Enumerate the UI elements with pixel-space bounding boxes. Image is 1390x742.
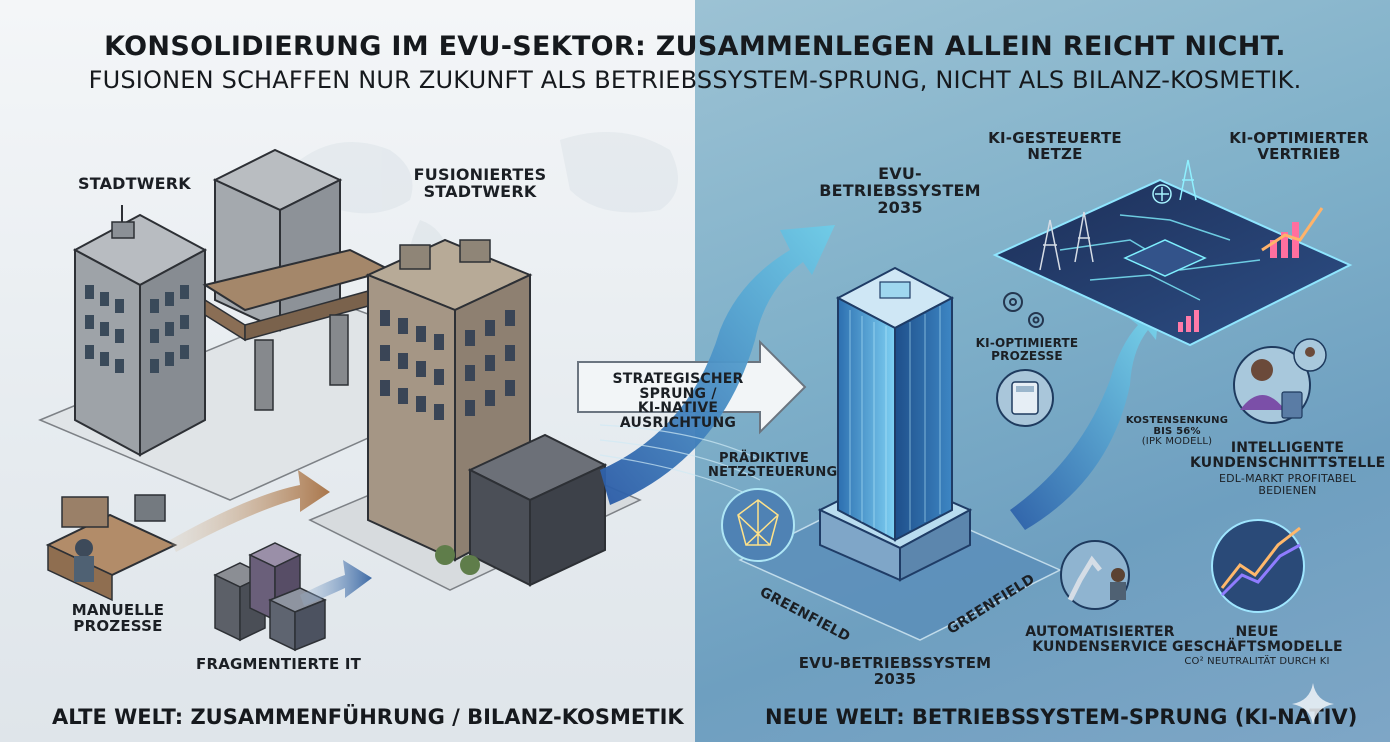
label-manuelle-line1: MANUELLE [71, 601, 165, 619]
label-modelle-line1: NEUE [1235, 624, 1279, 640]
label-evu-line3: 2035 [877, 197, 923, 217]
label-intelligente-kundenschnittstelle: INTELLIGENTE KUNDENSCHNITTSTELLE EDL-MAR… [1190, 441, 1385, 496]
label-sprung-line2: KI-NATIVE AUSRICHTUNG [619, 400, 737, 432]
label-modelle-line3: CO² NEUTRALITÄT DURCH KI [1184, 656, 1330, 668]
evu-betriebssystem-tower [817, 266, 973, 582]
label-fusioniertes-line1: FUSIONIERTES [413, 165, 547, 184]
brown-arrow-icon [170, 470, 330, 552]
trend-up-icon [1261, 207, 1324, 252]
network-node-icon [721, 488, 795, 562]
label-modelle-line2: GESCHÄFTSMODELLE [1172, 638, 1343, 655]
label-manuelle-line2: PROZESSE [73, 616, 163, 635]
robot-arm-icon [1060, 540, 1130, 610]
label-fragmentierte-it: FRAGMENTIERTE IT [196, 655, 362, 673]
bridge [202, 248, 393, 411]
calculator-icon [996, 369, 1054, 427]
label-kostensenkung: KOSTENSENKUNG BIS 56% (IPK MODELL) [1122, 415, 1232, 448]
label-praediktive-netzsteuerung: PRÄDIKTIVE NETZSTEUERUNG [708, 451, 838, 480]
label-fusioniertes-stadtwerk: FUSIONIERTES STADTWERK [400, 165, 560, 201]
label-netze-line1: KI-GESTEUERTE [988, 129, 1122, 147]
label-fusioniertes-line2: STADTWERK [423, 181, 537, 201]
stadtwerk-building [72, 205, 208, 457]
label-kosten-line3: (IPK MODELL) [1141, 436, 1213, 447]
label-sprung-line1: STRATEGISCHER SPRUNG / [612, 371, 744, 402]
label-evu-line2: BETRIEBSSYSTEM [819, 180, 981, 200]
right-sweep-arrow-icon [1010, 300, 1160, 530]
blue-small-arrow-icon [300, 560, 372, 606]
world-map-icon [300, 132, 678, 302]
label-kunden-line3: EDL-MARKT PROFITABEL BEDIENEN [1218, 472, 1357, 497]
label-kunden-line2: KUNDENSCHNITTSTELLE [1190, 454, 1386, 471]
fusioniertes-stadtwerk-building [365, 238, 608, 587]
tower-icon [1179, 159, 1197, 201]
label-automatisierter-kundenservice: AUTOMATISIERTER KUNDENSERVICE [1025, 625, 1175, 654]
ki-network-board [992, 159, 1353, 347]
gear-icon [1003, 292, 1044, 328]
desk-icon [45, 494, 178, 602]
label-kunden-line1: INTELLIGENTE [1230, 440, 1345, 456]
label-kosten-line1: KOSTENSENKUNG [1125, 415, 1229, 426]
label-evu-betriebssystem: EVU- BETRIEBSSYSTEM 2035 [815, 164, 985, 217]
bottom-label-alte-welt: ALTE WELT: ZUSAMMENFÜHRUNG / BILANZ-KOSM… [52, 705, 684, 729]
strategic-jump-arrow-icon [577, 339, 807, 435]
customer-interface-icon [1233, 338, 1327, 424]
label-service-line2: KUNDENSERVICE [1032, 638, 1168, 655]
label-kosten-line2: BIS 56% [1153, 425, 1201, 437]
label-service-line1: AUTOMATISIERTER [1025, 624, 1175, 640]
label-vertrieb-line2: VERTRIEB [1257, 144, 1341, 163]
label-prozesse-line1: KI-OPTIMIERTE [975, 336, 1079, 350]
label-ki-vertrieb: KI-OPTIMIERTER VERTRIEB [1224, 129, 1374, 163]
label-neue-geschaeftsmodelle: NEUE GESCHÄFTSMODELLE CO² NEUTRALITÄT DU… [1172, 624, 1343, 668]
label-prozesse-line2: PROZESSE [991, 348, 1063, 363]
growth-chart-icon [1211, 519, 1305, 613]
bottom-label-neue-welt: NEUE WELT: BETRIEBSSYSTEM-SPRUNG (KI-NAT… [765, 705, 1358, 729]
label-evu-betriebssystem-bottom: EVU-BETRIEBSSYSTEM 2035 [798, 654, 992, 688]
label-strategischer-sprung: STRATEGISCHER SPRUNG / KI-NATIVE AUSRICH… [578, 372, 778, 431]
small-bars-icon [1178, 310, 1199, 332]
label-praediktive-line1: PRÄDIKTIVE [719, 451, 809, 466]
label-ki-prozesse: KI-OPTIMIERTE PROZESSE [972, 337, 1082, 362]
network-hub-icon [1152, 184, 1172, 204]
server-rack-icon [213, 542, 327, 652]
main-sweep-arrow-icon [600, 225, 835, 505]
bar-chart-icon [1270, 222, 1299, 258]
main-title: KONSOLIDIERUNG IM EVU-SEKTOR: ZUSAMMENLE… [104, 31, 1286, 62]
label-stadtwerk: STADTWERK [78, 174, 191, 193]
label-netze-line2: NETZE [1027, 144, 1083, 163]
label-manuelle-prozesse: MANUELLE PROZESSE [58, 601, 178, 635]
main-subtitle: FUSIONEN SCHAFFEN NUR ZUKUNFT ALS BETRIE… [88, 66, 1302, 94]
label-vertrieb-line1: KI-OPTIMIERTER [1229, 129, 1369, 147]
label-praediktive-line2: NETZSTEUERUNG [708, 464, 838, 480]
label-evu-line1: EVU- [878, 164, 922, 183]
label-ki-netze: KI-GESTEUERTE NETZE [985, 129, 1125, 163]
sparkle-icon [1292, 683, 1334, 725]
